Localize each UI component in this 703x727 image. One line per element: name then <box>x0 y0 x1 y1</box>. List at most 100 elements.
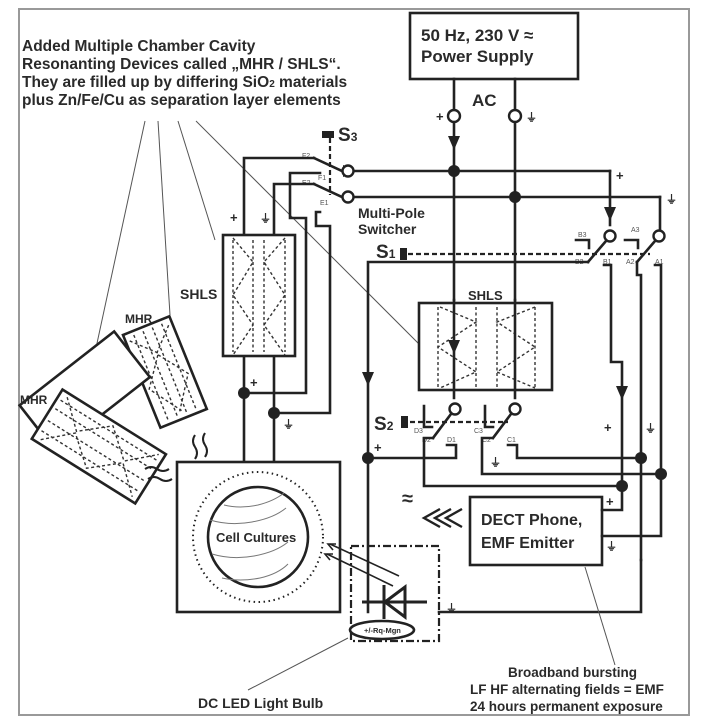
dect-plus: + <box>606 494 614 509</box>
s3-letter: S <box>338 125 351 146</box>
s1-actuator[interactable] <box>400 248 407 260</box>
ac-plus-sign: + <box>436 109 444 124</box>
switch-s1[interactable]: Multi-Pole Switcher S1 B3 B2 B1 A3 A2 A1 <box>358 205 666 266</box>
s1-caption-2: Switcher <box>358 221 417 237</box>
light-rays <box>323 543 400 587</box>
footer-line-2: LF HF alternating fields = EMF <box>470 682 664 697</box>
annotation-line-3: They are filled up by differing SiO2 mat… <box>22 74 347 91</box>
radiation-wave-icon <box>144 432 208 482</box>
annotation-line-1: Added Multiple Chamber Cavity <box>22 38 256 55</box>
dect-wiring <box>437 472 663 614</box>
annotation-line-3-suffix: materials <box>275 74 347 91</box>
switch-s2[interactable]: S2 D3 D2 D1 C3 C2 C1 <box>374 402 522 445</box>
node-ground: ⏚ <box>283 418 294 431</box>
node-plus: + <box>250 375 258 390</box>
s1-plus: + <box>604 420 612 435</box>
dect-ground: ⏚ <box>606 540 617 553</box>
s2-wiring <box>366 436 663 488</box>
led-ring <box>348 619 416 641</box>
footer-leader <box>584 566 616 666</box>
wave-symbol: ≈ <box>402 488 413 510</box>
arrow-down-icon <box>448 136 460 150</box>
junction-dot <box>635 452 647 464</box>
shls-left-label: SHLS <box>180 286 217 302</box>
junction-dot <box>448 165 460 177</box>
annotation-line-3-text: They are filled up by differing SiO <box>22 74 269 91</box>
contact-c2: C2 <box>482 437 491 444</box>
s1-ground: ⏚ <box>645 422 656 435</box>
led-diode-icon <box>362 584 427 620</box>
annotation-line-2: Resonanting Devices called „MHR / SHLS“. <box>22 56 341 73</box>
ac-ground-symbol: ⏚ <box>526 111 537 124</box>
led-caption: DC LED Light Bulb <box>198 695 323 711</box>
s1-label: S1 <box>376 242 396 263</box>
mhr-lower-body <box>29 387 168 506</box>
diagram-frame <box>18 8 690 716</box>
petri-dish <box>206 485 310 589</box>
contact-f2: F2 <box>302 153 310 160</box>
s3-actuator[interactable] <box>322 131 334 138</box>
cell-cultures-label: Cell Cultures <box>216 530 296 545</box>
s2-label: S2 <box>374 414 394 435</box>
dect-line-2: EMF Emitter <box>481 535 574 552</box>
shls-left-ground: ⏚ <box>260 212 271 225</box>
contact-c3: C3 <box>474 428 483 435</box>
power-supply-box <box>408 11 580 81</box>
shls-left-device <box>221 233 297 358</box>
annotation-leaders <box>87 120 421 386</box>
ac-plus-terminal <box>446 108 462 124</box>
footer-line-3: 24 hours permanent exposure <box>470 699 663 714</box>
led-ground: ⏚ <box>446 602 457 615</box>
rail-plus-sign: + <box>616 168 624 183</box>
shls-left-plus: + <box>230 210 238 225</box>
footer-line-1: Broadband bursting <box>508 665 637 680</box>
contact-a3: A3 <box>631 227 640 234</box>
led-leader <box>247 637 349 691</box>
culture-waves <box>209 492 289 581</box>
s2-plus: + <box>374 440 382 455</box>
power-supply-line-2: Power Supply <box>421 47 534 66</box>
power-supply-line-1: 50 Hz, 230 V ≈ <box>421 26 533 45</box>
junction-dot <box>362 452 374 464</box>
s2-letter: S <box>374 414 387 435</box>
contact-d2: D2 <box>422 437 431 444</box>
ac-label: AC <box>472 91 497 110</box>
junction-dot <box>268 407 280 419</box>
s1-letter: S <box>376 242 389 263</box>
s3-sub: 3 <box>351 130 358 144</box>
contact-a2: A2 <box>626 259 635 266</box>
s1-sub: 1 <box>389 247 396 261</box>
mhr-lower-label: MHR <box>20 393 48 407</box>
rail-ground-symbol: ⏚ <box>666 193 677 206</box>
junction-dot <box>238 387 250 399</box>
s3-label: S3 <box>338 125 358 146</box>
s1-caption-1: Multi-Pole <box>358 205 425 221</box>
contact-b3: B3 <box>578 232 587 239</box>
field-boundary <box>192 471 324 603</box>
shls-center-device <box>417 298 554 400</box>
s1-wiring <box>362 260 663 614</box>
contact-d1: D1 <box>447 437 456 444</box>
switch-s3[interactable]: S3 F2 F1 E2 E1 <box>302 125 358 207</box>
dect-box <box>468 495 604 567</box>
ac-ground-terminal <box>507 108 523 124</box>
annotation-line-4: plus Zn/Fe/Cu as separation layer elemen… <box>22 92 341 109</box>
shls-center-label: SHLS <box>468 288 503 303</box>
s2-actuator[interactable] <box>401 416 408 428</box>
contact-d3: D3 <box>414 428 423 435</box>
contact-f1: F1 <box>318 175 326 182</box>
contact-c1: C1 <box>507 437 516 444</box>
junction-dot <box>509 191 521 203</box>
emission-chevron-icon <box>421 507 463 529</box>
led-ring-label: +/-Rq-Mgn <box>364 626 401 635</box>
annotation-subscript: 2 <box>269 79 275 90</box>
led-enclosure <box>349 544 441 643</box>
ac-wiring <box>448 77 517 199</box>
s2-ground: ⏚ <box>490 456 501 469</box>
contact-a1: A1 <box>655 259 664 266</box>
dect-line-1: DECT Phone, <box>481 512 582 529</box>
contact-e1: E1 <box>320 200 329 207</box>
s2-sub: 2 <box>387 419 394 433</box>
mhr-upper-label: MHR <box>125 312 153 326</box>
